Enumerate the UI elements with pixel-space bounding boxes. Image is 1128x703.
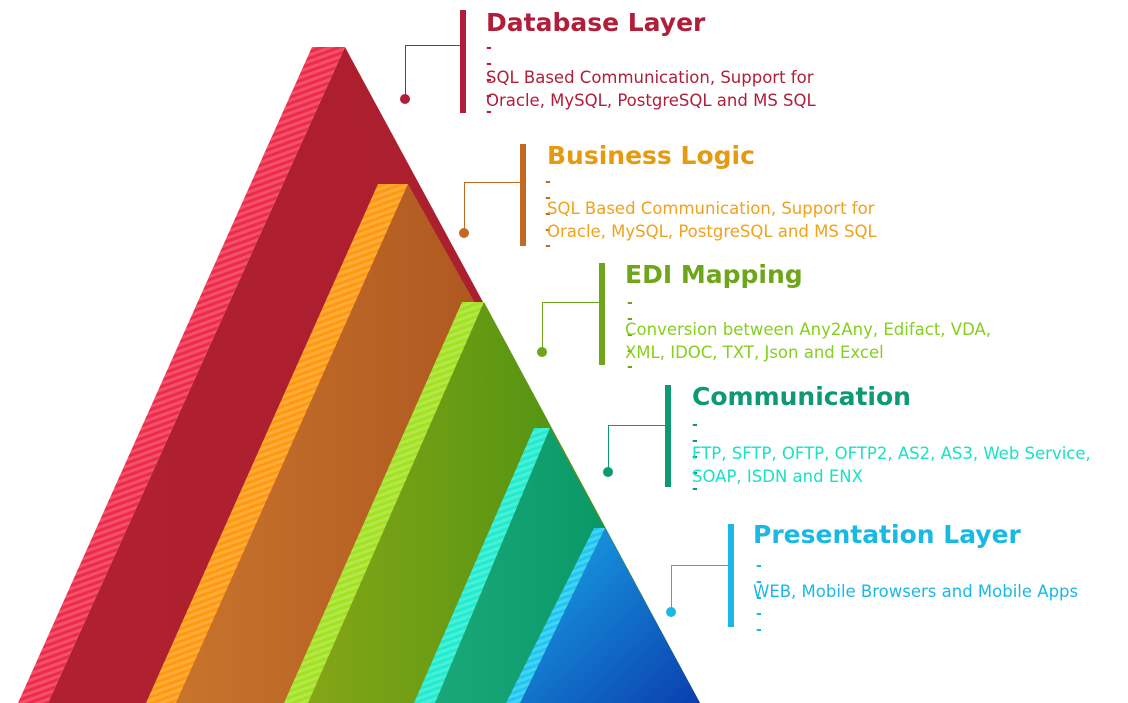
presentation-description-line-1: WEB, Mobile Browsers and Mobile Apps — [753, 582, 1079, 601]
database-description-line-2: Oracle, MySQL, PostgreSQL and MS SQL — [486, 91, 816, 110]
presentation-description: WEB, Mobile Browsers and Mobile Apps — [753, 580, 1078, 603]
business-divider: ----- — [545, 174, 552, 254]
edi-description-line-2: XML, IDOC, TXT, Json and Excel — [625, 343, 884, 362]
communication-leader-line — [608, 425, 666, 473]
business-title: Business Logic — [547, 141, 755, 170]
communication-divider: ----- — [692, 417, 699, 497]
database-title: Database Layer — [486, 8, 706, 37]
communication-accent-bar — [665, 385, 671, 487]
communication-description-line-2: SOAP, ISDN and ENX — [692, 467, 863, 486]
database-divider: ----- — [486, 40, 493, 120]
edi-divider: ----- — [627, 295, 634, 375]
communication-description: FTP, SFTP, OFTP, OFTP2, AS2, AS3, Web Se… — [692, 442, 1091, 488]
business-description: SQL Based Communication, Support for Ora… — [547, 197, 877, 243]
business-accent-bar — [520, 144, 526, 246]
database-description: SQL Based Communication, Support for Ora… — [486, 66, 816, 112]
presentation-leader-line — [671, 565, 729, 614]
presentation-accent-bar — [728, 524, 734, 627]
edi-accent-bar — [599, 263, 605, 365]
edi-leader-line — [542, 302, 600, 353]
pyramid-presentation-layer — [520, 528, 700, 703]
edi-title: EDI Mapping — [625, 260, 803, 289]
communication-connector-dot — [603, 467, 613, 477]
presentation-connector-dot — [666, 607, 676, 617]
database-description-line-1: SQL Based Communication, Support for — [486, 68, 814, 87]
database-connector-dot — [400, 94, 410, 104]
edi-connector-dot — [537, 347, 547, 357]
business-description-line-2: Oracle, MySQL, PostgreSQL and MS SQL — [547, 222, 877, 241]
business-leader-line — [464, 182, 521, 233]
presentation-title: Presentation Layer — [753, 520, 1021, 549]
edi-description: Conversion between Any2Any, Edifact, VDA… — [625, 318, 991, 364]
business-connector-dot — [459, 228, 469, 238]
presentation-divider: ----- — [756, 558, 763, 638]
business-description-line-1: SQL Based Communication, Support for — [547, 199, 875, 218]
database-leader-line — [405, 45, 461, 99]
communication-description-line-1: FTP, SFTP, OFTP, OFTP2, AS2, AS3, Web Se… — [692, 444, 1091, 463]
database-accent-bar — [460, 10, 466, 113]
edi-description-line-1: Conversion between Any2Any, Edifact, VDA… — [625, 320, 992, 339]
communication-title: Communication — [692, 382, 911, 411]
